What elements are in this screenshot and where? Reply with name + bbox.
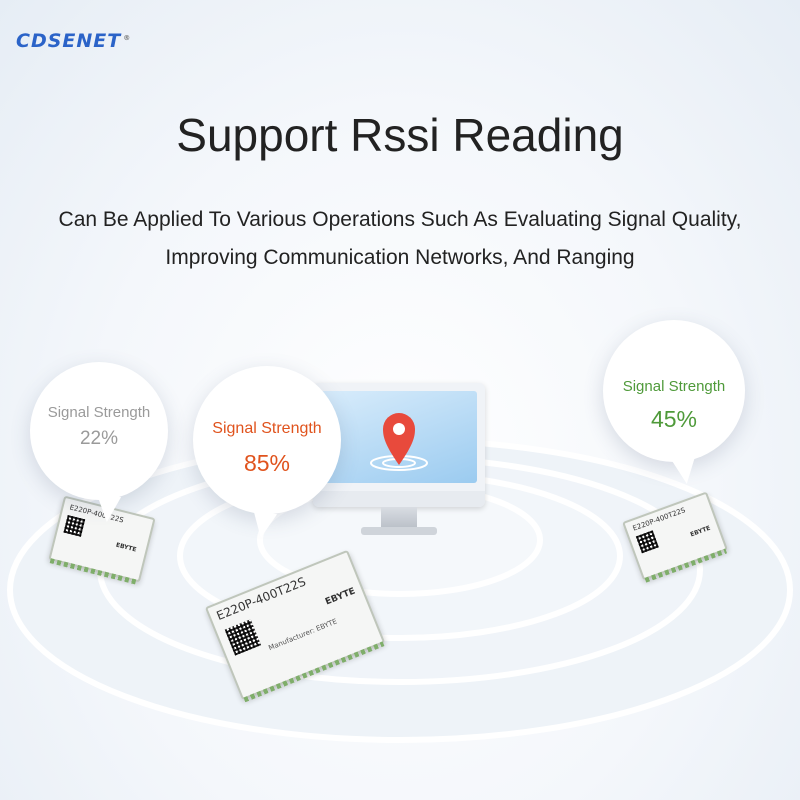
signal-strength-label: Signal Strength <box>47 404 151 421</box>
location-pin-icon <box>370 413 428 471</box>
qr-code-icon <box>224 619 262 656</box>
subtitle-line-2: Improving Communication Networks, And Ra… <box>165 246 635 269</box>
signal-strength-label: Signal Strength <box>622 378 726 395</box>
signal-bubble-medium: Signal Strength 45% <box>603 320 745 462</box>
qr-code-icon <box>63 515 86 537</box>
signal-bubble-strong: Signal Strength 85% <box>193 366 341 514</box>
signal-strength-label: Signal Strength <box>212 420 322 437</box>
signal-strength-value: 85% <box>243 450 291 476</box>
monitor-stand <box>381 507 417 529</box>
monitor-screen <box>321 391 477 483</box>
page-title: Support Rssi Reading <box>176 109 624 161</box>
module-brand-label: EBYTE <box>689 524 712 539</box>
subtitle-line-1: Can Be Applied To Various Operations Suc… <box>58 208 742 231</box>
module-manufacturer-label: Manufacturer: EBYTE <box>267 617 339 653</box>
signal-strength-value: 22% <box>79 428 119 449</box>
monitor-chin <box>313 491 485 507</box>
signal-bubble-weak: Signal Strength 22% <box>30 362 168 500</box>
signal-strength-value: 45% <box>650 406 698 432</box>
monitor-icon <box>313 383 485 507</box>
monitor-base <box>361 527 437 535</box>
module-brand-label: EBYTE <box>115 541 138 554</box>
brand-logo: CDSENET® <box>16 30 131 52</box>
brand-logo-text: CDSENET <box>16 30 122 52</box>
qr-code-icon <box>635 530 659 554</box>
module-brand-label: EBYTE <box>324 586 357 608</box>
registered-mark: ® <box>123 33 132 42</box>
